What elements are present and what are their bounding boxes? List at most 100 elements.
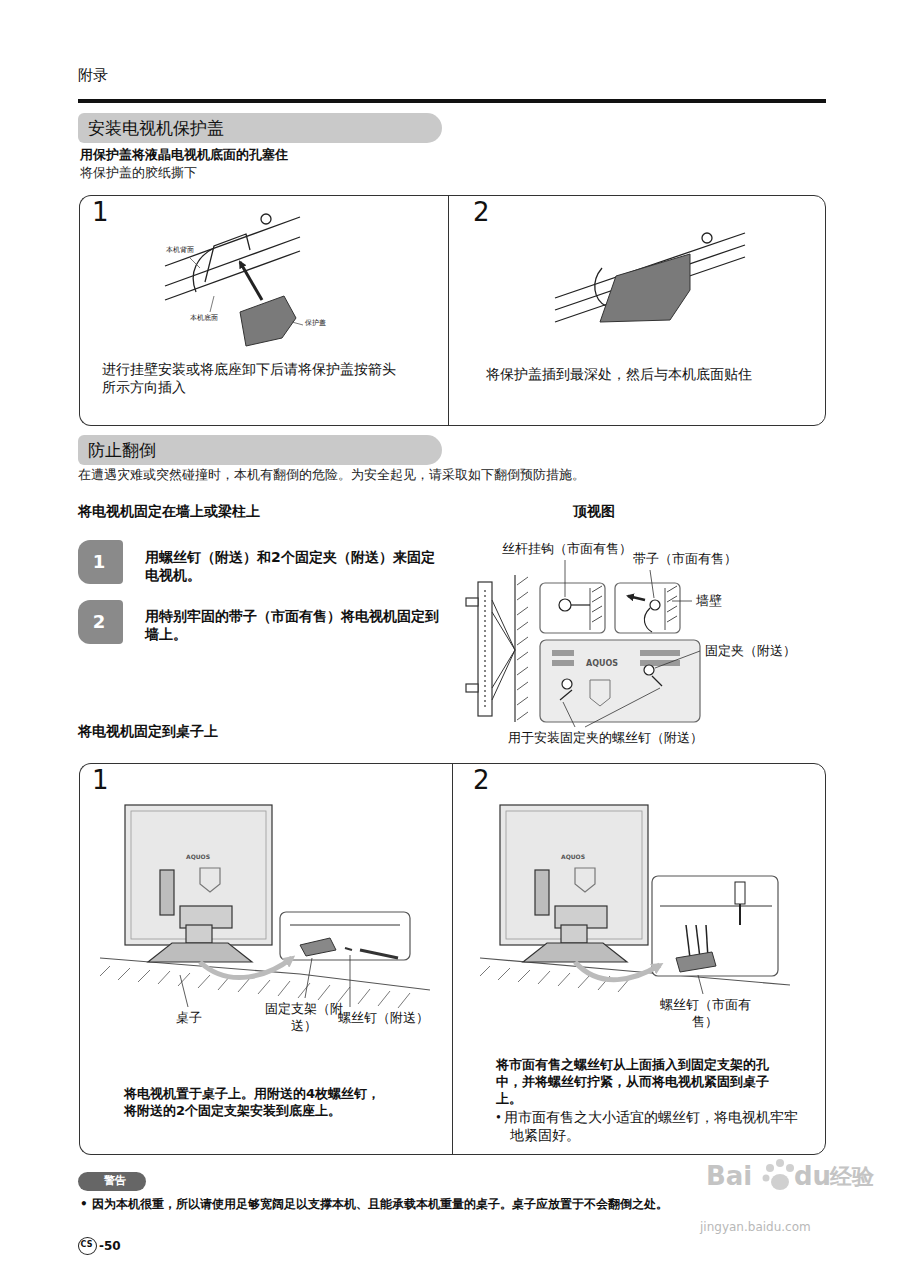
tv-bottom-edge [702,233,712,243]
part-label: 固定支架（附送） [264,1001,344,1035]
detail-box [345,948,352,950]
node-text: 防止翻倒 [88,439,156,461]
detail-box [615,583,680,633]
leader-line [565,560,566,597]
watermark-paw [763,1175,770,1182]
callout-arrow [200,958,292,978]
brand-logo: AQUOS [186,853,210,861]
protective-cover [240,296,296,346]
detail-box [686,925,690,958]
tv-rear [535,870,549,915]
detail-box [290,925,400,926]
watermark: jingyan.baidu.com [700,1220,811,1236]
leader-line [672,601,692,602]
tv-rear [186,925,212,943]
detail-box [660,906,772,907]
part-label: 本机背面 [166,246,194,255]
leader-line [698,975,703,994]
view-label: 顶视图 [573,502,615,520]
watermark-paw [786,1164,794,1172]
tv-bottom-edge [555,233,745,322]
strap-detail [628,596,645,600]
region-code-circle: CS [78,1237,97,1255]
step-badge: 2 [78,600,123,644]
node-text: 警告 [104,1174,126,1188]
tv-rear [160,870,174,915]
wall [517,577,528,720]
step-text: 用螺丝钉（附送）和2个固定夹（附送）来固定电视机。 [145,548,445,584]
brand-logo: AQUOS [561,853,585,861]
header-rule [78,99,826,103]
leader-line [180,955,350,1007]
node-text: 进行挂壁安装或将底座卸下后请将保护盖按箭头所示方向插入 [102,361,402,397]
protective-cover [600,254,690,322]
tv-rear [523,943,627,962]
detail-box [676,952,716,972]
detail-box [739,904,741,925]
part-label: 螺丝钉（附送） [338,1010,429,1027]
node-text: 2 [78,610,120,633]
screw-hook [571,604,590,605]
step-panel: 2将市面有售之螺丝钉从上面插入到固定支架的孔中，并将螺丝钉拧紧，从而将电视机紧固… [452,763,826,1155]
tv-rear [575,868,595,892]
strap-detail [628,586,677,632]
part-label: 固定夹（附送） [705,643,796,660]
tv-side-profile [466,684,478,692]
tv-rear-vents [640,650,680,656]
detail-box [540,583,605,633]
step-number: 1 [92,196,109,230]
tv-rear-vents [590,680,610,706]
step-number: 2 [473,764,490,798]
warning-text: • 因为本机很重，所以请使用足够宽阔足以支撑本机、且能承载本机重量的桌子。桌子应… [80,1197,668,1213]
part-label: 保护盖 [305,319,326,328]
tv-rear-vents [552,650,574,656]
leader-line [180,975,188,1007]
detail-box [300,938,336,956]
fixing-clip [562,679,572,689]
step-number: 1 [92,764,109,798]
leader-line [563,702,575,727]
tv-rear [125,805,272,945]
step-badge: 1 [78,540,123,584]
tv-side-profile [478,582,492,716]
watermark-paw [766,1164,774,1172]
screw-hook [590,586,602,630]
detail-box [696,925,700,958]
detail-box [540,640,700,722]
watermark: Bai [706,1160,752,1194]
protective-cover [240,262,262,300]
node-text: CS [79,1240,94,1250]
detail-box [735,882,745,904]
part-label: 带子（市面有售） [633,551,737,568]
tv-side-profile [484,590,485,708]
callout-arrow [575,962,660,980]
intro-text: 在遭遇灾难或突然碰撞时，本机有翻倒的危险。为安全起见，请采取如下翻倒预防措施。 [78,467,585,484]
leader-line [292,322,303,325]
watermark-paw [771,1174,789,1190]
watermark-paw [763,1159,795,1190]
step-number: 2 [473,196,490,230]
fixing-clip [644,665,654,675]
strap [492,600,515,700]
table [100,958,430,1008]
part-label: 墙壁 [696,593,722,610]
node-text: 1 [78,550,120,573]
step-panel: 2 将保护盖插到最深处，然后与本机底面贴住 [448,195,826,426]
tv-side-profile [466,598,478,606]
section-band: 安装电视机保护盖 [78,113,442,143]
leader-line [305,958,312,998]
header-rule [78,99,826,103]
tv-rear [500,805,648,945]
fixing-clip [652,676,662,686]
fixing-clip [560,690,572,700]
leader-line [190,258,303,325]
screw-hook [559,599,571,611]
node-text: 将保护盖插到最深处，然后与本机底面贴住 [486,366,816,384]
step-panel: 1 将电视机置于桌子上。用附送的4枚螺丝钉，将附送的2个固定支架安装到底座上。 [79,763,453,1155]
callout-arrow [200,958,292,978]
strap-detail [644,608,652,632]
tv-bottom-edge [165,214,300,300]
table [100,958,430,990]
node-text: 将电视机置于桌子上。用附送的4枚螺丝钉，将附送的2个固定支架安装到底座上。 [124,1086,389,1120]
